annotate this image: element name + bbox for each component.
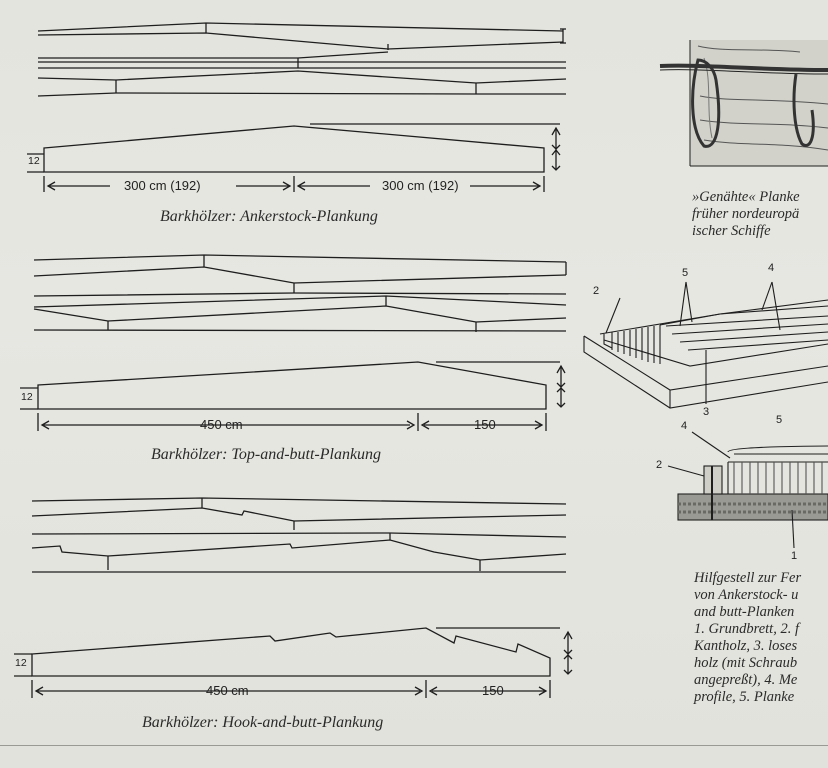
fig1-dim-right: 300 cm (192) — [382, 178, 459, 193]
page-bottom-rule — [0, 745, 828, 746]
fig1-caption: Barkhölzer: Ankerstock-Plankung — [160, 208, 378, 225]
jig-caption-line-3: and butt-Planken — [694, 604, 795, 620]
section-label-1: 1 — [791, 550, 798, 562]
jig-caption-line-5: Kantholz, 3. loses — [694, 638, 798, 654]
sewn-plank-illustration — [659, 40, 828, 167]
fig1-dim-left: 300 cm (192) — [124, 178, 201, 193]
jig-caption-line-4: 1. Grundbrett, 2. f — [694, 621, 799, 637]
fig2-caption: Barkhölzer: Top-and-butt-Plankung — [151, 446, 382, 463]
fig3-dim-right: 150 — [482, 683, 504, 698]
section-label-5: 5 — [776, 414, 783, 426]
jig-perspective — [583, 281, 828, 409]
jig-caption-line-1: Hilfgestell zur Fer — [694, 570, 802, 586]
fig1-height-label: 12 — [28, 155, 40, 167]
jig-label-4: 4 — [768, 262, 775, 274]
fig2-dim-right: 150 — [474, 417, 496, 432]
jig-caption-line-7: angepreßt), 4. Me — [694, 672, 798, 688]
jig-label-2: 2 — [593, 285, 600, 297]
jig-label-5: 5 — [682, 267, 689, 279]
sewn-caption-line-2: früher nordeuropä — [692, 206, 800, 222]
fig2-dim-left: 450 cm — [200, 417, 243, 432]
jig-section — [667, 431, 828, 549]
sewn-caption-line-1: »Genähte« Planke — [692, 189, 800, 205]
fig3-dim-left: 450 cm — [206, 683, 249, 698]
section-label-2: 2 — [656, 459, 663, 471]
ankerstock-planks — [27, 22, 567, 192]
fig3-height-label: 12 — [15, 657, 27, 669]
top-and-butt-planks — [20, 254, 567, 431]
fig2-height-label: 12 — [21, 391, 33, 403]
hook-and-butt-planks — [14, 497, 573, 698]
jig-caption-line-2: von Ankerstock- u — [694, 587, 799, 603]
fig3-caption: Barkhölzer: Hook-and-butt-Plankung — [142, 714, 384, 731]
section-label-4: 4 — [681, 420, 688, 432]
jig-caption-line-6: holz (mit Schraub — [694, 655, 798, 671]
sewn-caption-line-3: ischer Schiffe — [692, 223, 771, 239]
jig-caption-line-8: profile, 5. Planke — [694, 689, 795, 705]
jig-label-3: 3 — [703, 406, 710, 418]
